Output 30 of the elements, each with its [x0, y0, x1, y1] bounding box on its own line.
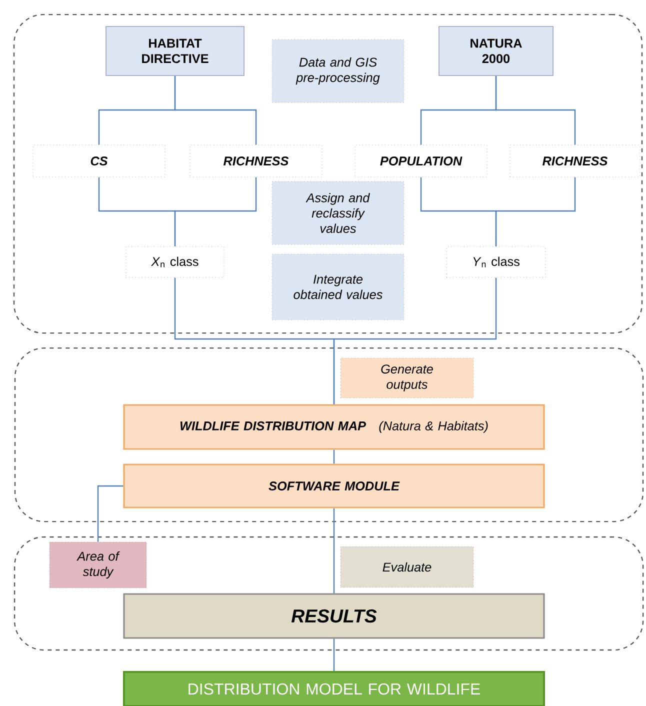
dashed-group-frame [13, 14, 643, 334]
connector-line [333, 450, 335, 464]
step-note-box: Data and GIS pre-processing [272, 39, 404, 103]
input-box: Area of study [49, 542, 147, 588]
step-note-box: Integrate obtained values [272, 254, 404, 320]
source-box: NATURA 2000 [438, 26, 554, 76]
result-box: RESULTS [123, 593, 545, 639]
connector-line [333, 638, 335, 671]
connector-line [495, 76, 576, 145]
connector-line [174, 177, 257, 246]
class-box: X$_{n}$ class [126, 246, 224, 278]
category-box: RICHNESS [190, 144, 322, 178]
class-box: Y$_{n}$ class [446, 246, 546, 278]
connector-line [495, 177, 576, 246]
step-note-box: Evaluate [340, 546, 474, 588]
connector-line [333, 278, 497, 404]
connector-line [174, 76, 257, 145]
output-banner: DISTRIBUTION MODEL FOR WILDLIFE [123, 671, 545, 706]
dashed-group-frame [14, 536, 644, 651]
category-box: CS [32, 144, 166, 178]
connector-line [97, 485, 124, 542]
step-note-box: Assign and reclassify values [272, 181, 404, 245]
dashed-group-frame [14, 347, 644, 522]
connector-line [333, 508, 335, 594]
source-box: HABITAT DIRECTIVE [105, 26, 245, 76]
category-box: POPULATION [354, 144, 488, 178]
process-box: WILDLIFE DISTRIBUTION MAP (Natura & Habitats) [123, 404, 545, 450]
category-box: RICHNESS [510, 144, 640, 178]
step-note-box: Generate outputs [340, 358, 474, 398]
process-box: SOFTWARE MODULE [123, 464, 545, 508]
